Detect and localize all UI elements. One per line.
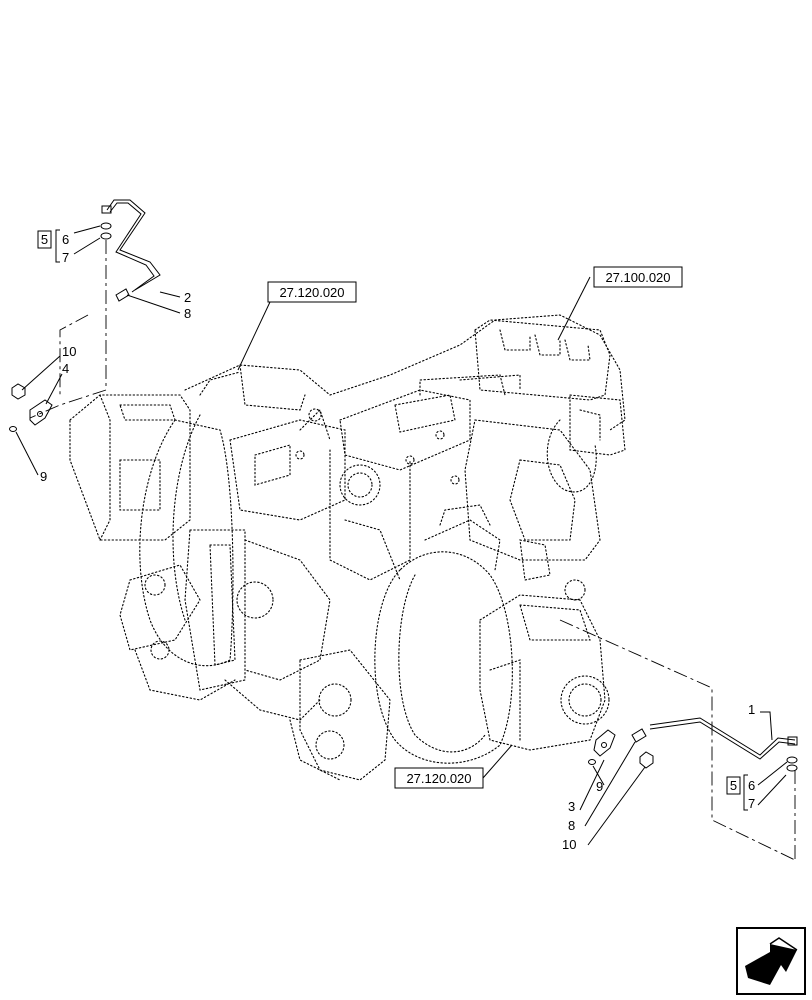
callout-right-screw: 9 <box>596 779 603 794</box>
right-pipe-assembly <box>559 619 798 861</box>
axle-housing-drawing <box>69 314 626 781</box>
callout-left-7: 7 <box>62 250 69 265</box>
reference-label-bottom: 27.120.020 <box>406 771 471 786</box>
callout-left-bracket: 4 <box>62 361 69 376</box>
callout-left-nut: 10 <box>62 344 76 359</box>
callout-right-fitting: 8 <box>568 818 575 833</box>
reference-label-right: 27.100.020 <box>605 270 670 285</box>
callout-left-pipe: 2 <box>184 290 191 305</box>
reference-box-left[interactable]: 27.120.020 <box>267 281 357 303</box>
next-page-arrow-icon[interactable] <box>736 927 806 995</box>
callout-right-pipe: 1 <box>748 702 755 717</box>
callout-right-kit: 5 <box>730 778 737 793</box>
reference-box-bottom[interactable]: 27.120.020 <box>394 767 484 789</box>
kit-box-right <box>726 776 741 795</box>
callout-right-nut: 10 <box>562 837 576 852</box>
callout-right-6: 6 <box>748 778 755 793</box>
left-pipe-assembly <box>9 199 161 432</box>
callout-left-screw: 9 <box>40 469 47 484</box>
reference-box-right[interactable]: 27.100.020 <box>593 266 683 288</box>
callout-right-7: 7 <box>748 796 755 811</box>
kit-box-left <box>37 230 52 249</box>
callout-right-bracket: 3 <box>568 799 575 814</box>
reference-label-left: 27.120.020 <box>279 285 344 300</box>
callout-left-kit: 5 <box>41 232 48 247</box>
callout-left-fitting: 8 <box>184 306 191 321</box>
callout-left-6: 6 <box>62 232 69 247</box>
